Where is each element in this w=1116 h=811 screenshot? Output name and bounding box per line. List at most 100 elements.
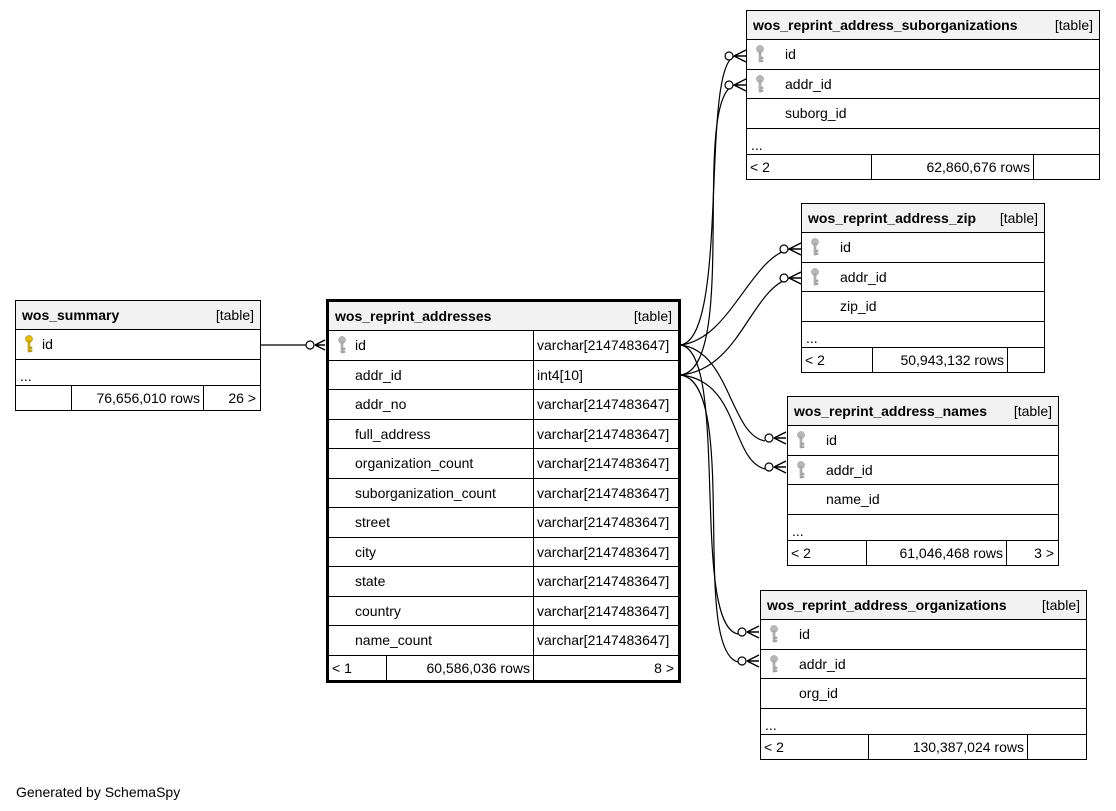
parent-count (16, 386, 71, 410)
edge-id-names (679, 344, 766, 442)
table-footer: < 2 61,046,468 rows 3 > (788, 540, 1058, 565)
column-row: org_id (761, 679, 1086, 709)
column-type: varchar[2147483647] (533, 626, 678, 655)
table-kind: [table] (1041, 597, 1080, 613)
table-name: wos_reprint_address_suborganizations (753, 17, 1018, 33)
column-row: name_id (788, 485, 1058, 515)
column-name: id (355, 337, 366, 354)
parent-count: < 2 (791, 544, 811, 561)
column-name: city (355, 543, 376, 560)
table-kind: [table] (1054, 17, 1093, 33)
child-count: 3 > (1034, 544, 1054, 561)
table-header: wos_reprint_address_names [table] (788, 397, 1058, 426)
table-header: wos_reprint_address_organizations [table… (761, 591, 1086, 620)
column-type: varchar[2147483647] (533, 596, 678, 625)
column-row: zip_id (802, 292, 1044, 322)
table-header: wos_reprint_addresses [table] (329, 302, 678, 331)
column-name: id (785, 46, 796, 63)
column-type: int4[10] (533, 360, 678, 389)
row-count: 76,656,010 rows (71, 385, 204, 410)
edge-id-zip (679, 248, 791, 346)
child-count: 26 > (228, 389, 256, 406)
column-row: addr_id (761, 650, 1086, 679)
crowfeet (314, 49, 802, 668)
edge-id-suborg (679, 55, 736, 346)
column-row: addr_id (788, 456, 1058, 485)
column-name: id (799, 626, 810, 643)
column-name: street (355, 514, 391, 531)
foreign-key-icon (802, 238, 828, 256)
table-wos-reprint-addresses[interactable]: wos_reprint_addresses [table] id varchar[… (326, 299, 681, 683)
table-name: wos_reprint_address_organizations (767, 597, 1007, 613)
table-header: wos_reprint_address_zip [table] (802, 204, 1044, 233)
table-kind: [table] (999, 210, 1038, 226)
column-name: addr_id (355, 366, 402, 383)
column-name: addr_id (785, 75, 832, 92)
column-name: zip_id (840, 298, 877, 315)
more-columns: ... (788, 515, 1058, 541)
column-name: organization_count (355, 455, 474, 472)
column-row: city varchar[2147483647] (329, 537, 678, 567)
column-name: id (42, 336, 53, 353)
table-kind: [table] (215, 307, 254, 323)
column-name: name_count (355, 632, 433, 649)
column-type: varchar[2147483647] (533, 419, 678, 448)
more-columns: ... (802, 322, 1044, 348)
column-row: suborg_id (747, 99, 1099, 129)
table-header: wos_reprint_address_suborganizations [ta… (747, 11, 1099, 40)
table-name: wos_reprint_addresses (335, 308, 492, 324)
row-count: 62,860,676 rows (871, 154, 1034, 179)
table-wos-reprint-address-suborganizations[interactable]: wos_reprint_address_suborganizations [ta… (746, 10, 1100, 180)
child-count (1008, 348, 1044, 372)
table-name: wos_reprint_address_names (794, 403, 987, 419)
foreign-key-icon (761, 654, 787, 673)
more-columns: ... (16, 360, 260, 386)
column-name: full_address (355, 425, 431, 442)
column-name: addr_id (840, 268, 887, 285)
foreign-key-icon (788, 460, 814, 479)
column-row: addr_id (747, 70, 1099, 99)
column-name: suborg_id (785, 105, 847, 122)
edge-addr-suborg (679, 84, 736, 376)
column-row: addr_id (802, 263, 1044, 292)
table-wos-reprint-address-organizations[interactable]: wos_reprint_address_organizations [table… (760, 590, 1087, 760)
row-count: 130,387,024 rows (868, 734, 1028, 759)
child-count (1034, 155, 1099, 179)
column-row: addr_id int4[10] (329, 360, 678, 390)
table-kind: [table] (633, 308, 672, 324)
edge-addr-zip (679, 277, 791, 376)
column-row: full_address varchar[2147483647] (329, 419, 678, 449)
cardinality-circles (305, 51, 789, 666)
column-type: varchar[2147483647] (533, 390, 678, 419)
parent-count: < 1 (329, 655, 387, 680)
table-footer: 76,656,010 rows 26 > (16, 385, 260, 410)
parent-count: < 2 (764, 738, 784, 755)
row-count: 61,046,468 rows (866, 540, 1007, 565)
edge-addr-names (679, 374, 766, 470)
column-type: varchar[2147483647] (533, 331, 678, 360)
table-header: wos_summary [table] (16, 301, 260, 330)
parent-count: < 2 (805, 351, 825, 368)
parent-count: < 2 (750, 158, 770, 175)
table-wos-summary[interactable]: wos_summary [table] id ... 76,656,010 ro… (15, 300, 261, 411)
table-kind: [table] (1013, 403, 1052, 419)
child-count: 8 > (654, 659, 674, 676)
child-count (1028, 735, 1086, 759)
edge-id-orgs (679, 344, 739, 635)
foreign-key-icon (788, 431, 814, 449)
column-row: id (788, 426, 1058, 456)
primary-key-icon (16, 335, 42, 353)
column-name: addr_no (355, 396, 407, 413)
table-footer: < 1 60,586,036 rows 8 > (329, 655, 678, 680)
column-type: varchar[2147483647] (533, 537, 678, 566)
column-row: id varchar[2147483647] (329, 331, 678, 361)
column-row: id (747, 40, 1099, 70)
more-columns: ... (747, 129, 1099, 155)
column-type: varchar[2147483647] (533, 508, 678, 537)
